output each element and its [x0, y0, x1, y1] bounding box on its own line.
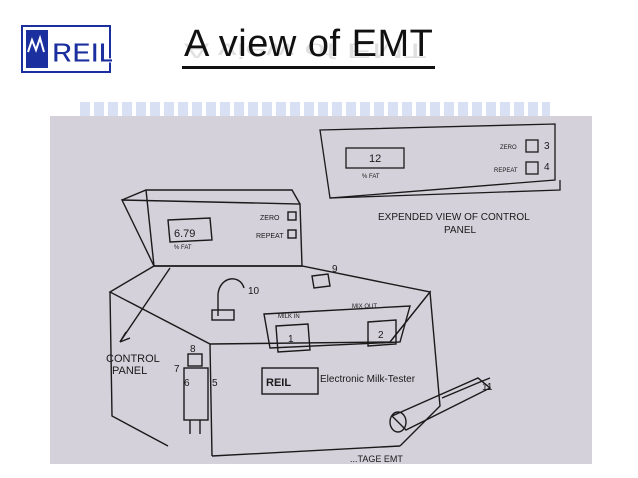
brand-plate-logo: REIL [266, 377, 291, 389]
button-1-label: 1 [288, 334, 294, 345]
expanded-display-value: 12 [369, 153, 381, 165]
callout-7: 7 [174, 364, 180, 375]
expanded-display-unit: % FAT [362, 174, 380, 180]
expanded-caption-line2: PANEL [444, 225, 476, 236]
button-2-label: 2 [378, 330, 384, 341]
milk-tester-body [108, 189, 492, 457]
mix-out-label: MIX OUT [352, 304, 377, 310]
page-title: A view of EMT [182, 22, 436, 69]
logo-text: REIL [52, 37, 112, 68]
main-display-value: 6.79 [174, 228, 195, 240]
callout-10: 10 [248, 286, 260, 297]
milk-in-label: MILK IN [278, 314, 300, 320]
callout-8: 8 [190, 344, 196, 355]
title-reflection: A view of EMT [184, 38, 427, 62]
callout-11: 11 [482, 382, 493, 393]
emt-diagram: 12 % FAT ZERO REPEAT 3 4 EXPENDED VIEW O… [50, 116, 592, 464]
decorative-divider [80, 102, 550, 116]
reil-logo: REIL [20, 22, 116, 76]
expanded-repeat-label: REPEAT [494, 168, 518, 174]
zero-label: ZERO [260, 215, 280, 222]
control-panel-label-line1: CONTROL [106, 353, 160, 365]
callout-5: 5 [212, 378, 218, 389]
expanded-caption-line1: EXPENDED VIEW OF CONTROL [378, 212, 530, 223]
callout-3: 3 [544, 141, 550, 152]
repeat-label: REPEAT [256, 233, 284, 240]
callout-6: 6 [184, 378, 190, 389]
expanded-control-panel [319, 123, 561, 199]
control-panel-label-line2: PANEL [112, 365, 147, 377]
expanded-zero-label: ZERO [500, 145, 517, 151]
callout-4: 4 [544, 162, 550, 173]
main-display-unit: % FAT [174, 245, 192, 251]
bottom-caption: ...TAGE EMT [350, 454, 403, 464]
callout-9: 9 [332, 264, 338, 275]
brand-text: Electronic Milk-Tester [320, 374, 416, 385]
